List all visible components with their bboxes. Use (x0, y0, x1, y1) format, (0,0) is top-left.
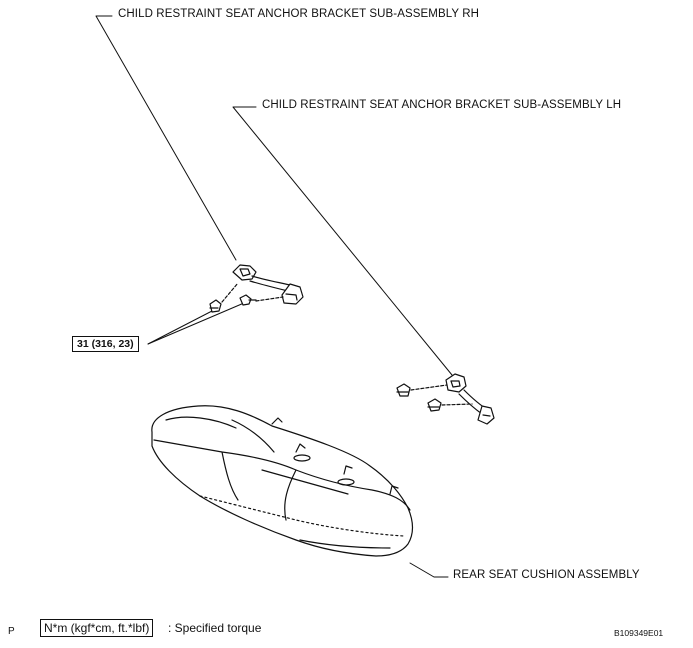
figure-id: B109349E01 (614, 628, 664, 638)
leader-line-lh (232, 106, 453, 376)
bracket-rh-label: CHILD RESTRAINT SEAT ANCHOR BRACKET SUB-… (118, 8, 480, 20)
leader-line-cushion (409, 562, 449, 578)
legend-prefix: P (8, 626, 15, 637)
bracket-lh-label: CHILD RESTRAINT SEAT ANCHOR BRACKET SUB-… (262, 99, 622, 111)
anchor-bracket-rh (209, 264, 304, 313)
legend-units-box: N*m (kgf*cm, ft.*lbf) (40, 619, 154, 637)
leader-line-rh (95, 15, 237, 261)
anchor-bracket-lh (396, 373, 495, 425)
legend-description: : Specified torque (168, 621, 262, 635)
leader-line-torque (147, 302, 245, 345)
torque-spec-box: 31 (316, 23) (72, 336, 139, 352)
rear-seat-cushion (151, 405, 414, 557)
rear-seat-cushion-label: REAR SEAT CUSHION ASSEMBLY (453, 569, 640, 581)
